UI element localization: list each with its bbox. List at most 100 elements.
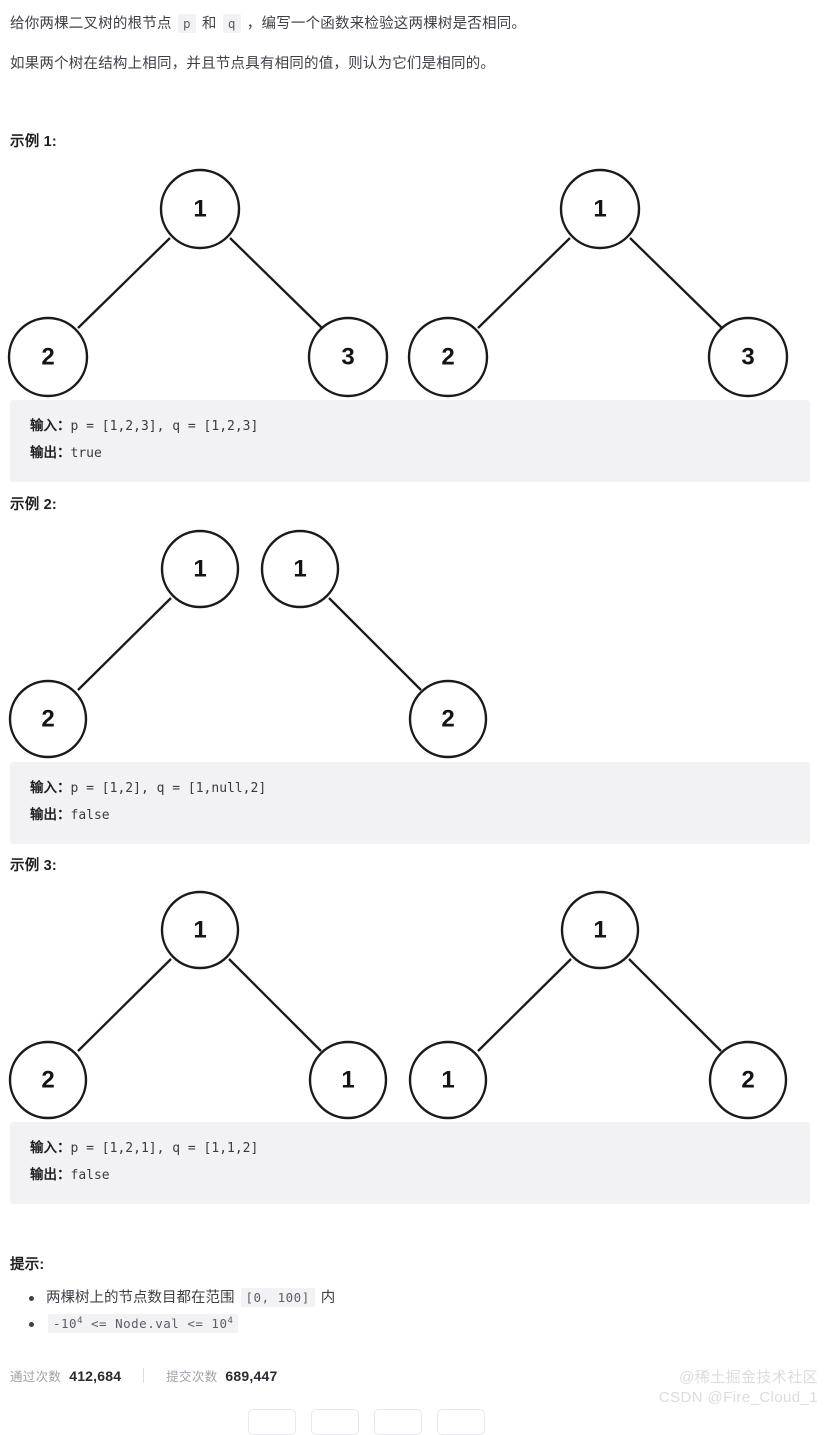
paragraph-1-text-segment-3: ，编写一个函数来检验这两棵树是否相同。	[242, 16, 527, 32]
output-value: false	[70, 1168, 110, 1183]
example-2-input-line: 输入：p = [1,2], q = [1,null,2]	[30, 775, 810, 802]
tree-node-label-root-left: 1	[193, 196, 206, 223]
bottom-tag-chips	[248, 1409, 485, 1435]
output-value: false	[70, 808, 110, 823]
example-3-output-line: 输出：false	[30, 1162, 810, 1189]
input-label: 输入：	[30, 780, 71, 795]
example-3-code-block: 输入：p = [1,2,1], q = [1,1,2] 输出：false	[10, 1122, 810, 1204]
tree-edge-left-root-to-right-child	[228, 958, 322, 1052]
problem-description-paragraph-1: 给你两棵二叉树的根节点 p 和 q ，编写一个函数来检验这两棵树是否相同。	[10, 12, 526, 36]
tag-chip[interactable]	[248, 1409, 296, 1435]
input-value: p = [1,2,1], q = [1,1,2]	[70, 1141, 259, 1156]
tree-edge-left-root-to-left-child	[77, 958, 172, 1052]
input-label: 输入：	[30, 418, 71, 433]
paragraph-1-text-segment-2: 和	[197, 16, 221, 32]
tree-edge-right-root-to-right-child	[628, 958, 722, 1052]
tree-node-label-left-child-right: 2	[441, 344, 454, 371]
tree-node-circle	[560, 890, 640, 970]
tree-edge-right-root-to-left-child	[477, 958, 572, 1052]
tree-node-circle	[707, 316, 789, 398]
example-3-tree-figure: 1 2 1 1 1 2	[0, 883, 830, 1123]
example-1-code-block: 输入：p = [1,2,3], q = [1,2,3] 输出：true	[10, 400, 810, 482]
tree-node-label-left-child-right: 1	[441, 1067, 454, 1094]
tree-edge-right-root-to-right-child	[328, 597, 422, 691]
output-label: 输出：	[30, 1167, 71, 1182]
tree-node-label-left-child-left: 2	[41, 706, 54, 733]
example-1-tree-svg: 1 2 3 1 2 3	[7, 168, 789, 398]
example-3-input-line: 输入：p = [1,2,1], q = [1,1,2]	[30, 1135, 810, 1162]
inline-code-node-value-range: -104 <= Node.val <= 104	[48, 1314, 239, 1333]
stat-submissions[interactable]: 提交次数 689,447	[166, 1366, 277, 1385]
tree-node-circle	[159, 168, 241, 250]
tag-chip[interactable]	[437, 1409, 485, 1435]
input-value: p = [1,2], q = [1,null,2]	[70, 781, 267, 796]
tree-node-circle	[160, 890, 240, 970]
hints-heading: 提示:	[10, 1257, 45, 1273]
paragraph-1-text-segment-1: 给你两棵二叉树的根节点	[10, 16, 176, 32]
output-label: 输出：	[30, 445, 71, 460]
hint-2-code-c: 10	[211, 1316, 228, 1331]
tree-node-label-root-right: 1	[293, 556, 306, 583]
hint-item-node-value-range: -104 <= Node.val <= 104	[28, 1311, 335, 1337]
hints-list: 两棵树上的节点数目都在范围 [0, 100] 内 -104 <= Node.va…	[10, 1285, 335, 1337]
input-label: 输入：	[30, 1140, 71, 1155]
example-1-input-line: 输入：p = [1,2,3], q = [1,2,3]	[30, 413, 810, 440]
tree-node-circle	[408, 1040, 488, 1120]
tree-edge-right-root-to-left-child	[477, 237, 571, 329]
tree-node-circle	[7, 316, 89, 398]
tree-node-label-right-child-right: 2	[441, 706, 454, 733]
hint-item-node-count: 两棵树上的节点数目都在范围 [0, 100] 内	[28, 1285, 336, 1311]
tree-node-circle	[708, 1040, 788, 1120]
tag-chip[interactable]	[311, 1409, 359, 1435]
hint-2-exponent-a: 4	[77, 1315, 83, 1326]
inline-code-q: q	[222, 14, 241, 33]
example-1-heading: 示例 1:	[10, 134, 57, 150]
hint-1-text-after: 内	[316, 1290, 336, 1306]
stat-accepted[interactable]: 通过次数 412,684	[10, 1366, 121, 1385]
example-2-tree-figure: 1 2 1 2	[0, 522, 830, 762]
stats-divider	[143, 1368, 145, 1383]
tree-edge-left-root-to-left-child	[77, 237, 171, 329]
hint-2-exponent-c: 4	[227, 1315, 234, 1326]
tree-node-circle	[408, 679, 488, 759]
tree-node-label-root-right: 1	[593, 917, 606, 944]
example-2-code-block: 输入：p = [1,2], q = [1,null,2] 输出：false	[10, 762, 810, 844]
example-2-heading: 示例 2:	[10, 497, 57, 513]
hint-1-text-before: 两棵树上的节点数目都在范围	[46, 1290, 239, 1306]
example-3-tree-svg: 1 2 1 1 1 2	[8, 890, 788, 1120]
tree-node-label-right-child-left: 3	[341, 344, 354, 371]
stat-accepted-value: 412,684	[69, 1368, 122, 1384]
tree-node-circle	[8, 1040, 88, 1120]
example-1-tree-figure: 1 2 3 1 2 3	[0, 160, 830, 400]
example-1-output-line: 输出：true	[30, 440, 810, 467]
example-2-output-line: 输出：false	[30, 802, 810, 829]
example-3-heading: 示例 3:	[10, 858, 57, 874]
tree-node-circle	[407, 316, 489, 398]
stat-submissions-label: 提交次数	[166, 1370, 218, 1384]
inline-code-node-count-range: [0, 100]	[240, 1288, 315, 1307]
tree-node-circle	[260, 529, 340, 609]
hint-2-code-a: -10	[53, 1316, 78, 1331]
output-value: true	[70, 446, 102, 461]
tree-node-label-left-child-left: 2	[41, 344, 54, 371]
input-value: p = [1,2,3], q = [1,2,3]	[70, 419, 259, 434]
tree-node-circle	[8, 679, 88, 759]
tree-node-label-right-child-right: 3	[741, 344, 754, 371]
tree-edge-left-root-to-right-child	[229, 237, 323, 329]
stat-accepted-label: 通过次数	[10, 1370, 62, 1384]
output-label: 输出：	[30, 807, 71, 822]
tree-node-circle	[160, 529, 240, 609]
tree-edge-left-root-to-left-child	[77, 597, 172, 691]
tag-chip[interactable]	[374, 1409, 422, 1435]
tree-node-circle	[308, 1040, 388, 1120]
tree-node-label-right-child-right: 2	[741, 1067, 754, 1094]
inline-code-p: p	[177, 14, 196, 33]
tree-node-label-root-right: 1	[593, 196, 606, 223]
tree-node-label-left-child-left: 2	[41, 1067, 54, 1094]
problem-description-paragraph-2: 如果两个树在结构上相同，并且节点具有相同的值，则认为它们是相同的。	[10, 56, 496, 72]
watermark-line-1: @稀土掘金技术社区	[679, 1369, 818, 1386]
tree-node-label-root-left: 1	[193, 556, 206, 583]
tree-node-label-right-child-left: 1	[341, 1067, 354, 1094]
example-2-tree-svg: 1 2 1 2	[8, 529, 488, 759]
